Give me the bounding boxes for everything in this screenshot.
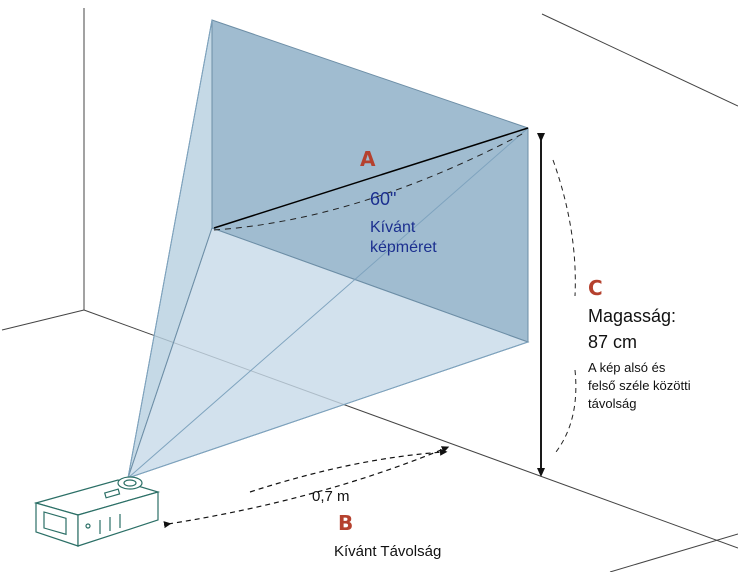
projector-led (85, 523, 91, 529)
label-c-note-1: A kép alsó és (588, 360, 666, 375)
beam-ray-left (127, 19, 213, 479)
projector-front-window (43, 511, 67, 536)
label-a-caption-1: Kívánt (370, 219, 416, 236)
projector-lens-inner (123, 479, 137, 487)
height-dashed-arc-top (552, 159, 576, 297)
label-b-distance: 0,7 m (312, 488, 350, 505)
label-c-note-3: távolság (588, 396, 636, 411)
distance-dashed-arc (249, 448, 448, 493)
height-c: C Magasság: 87 cm A kép alsó és felső sz… (537, 133, 691, 477)
floor-right-line (609, 533, 738, 573)
beam-ray-top (127, 127, 529, 479)
label-b-letter: B (338, 511, 353, 535)
label-c-note-2: felső széle közötti (588, 378, 691, 393)
label-c-letter: C (588, 276, 603, 300)
label-b-caption: Kívánt Távolság (334, 543, 441, 560)
ceiling-right-line (541, 13, 738, 107)
distance-b: 0,7 m B Kívánt Távolság (163, 446, 450, 560)
screen-diagonal-line (213, 127, 529, 229)
label-c-title: Magasság: (588, 306, 676, 326)
projector-icon (33, 476, 161, 547)
floor-left-line (1, 309, 85, 331)
projection-beam (127, 19, 530, 479)
diagonal-a: A 60" Kívánt képméret (213, 127, 529, 256)
diagonal-dashed-arc (213, 131, 527, 231)
label-a-letter: A (360, 147, 376, 171)
projector-button (103, 488, 121, 499)
label-a-caption-2: képméret (370, 239, 437, 256)
distance-dashed-arrow (163, 446, 450, 529)
height-dashed-arc-bottom (555, 369, 577, 453)
label-c-value: 87 cm (588, 332, 637, 352)
label-a-size: 60" (370, 189, 396, 209)
projector-side (77, 491, 159, 547)
